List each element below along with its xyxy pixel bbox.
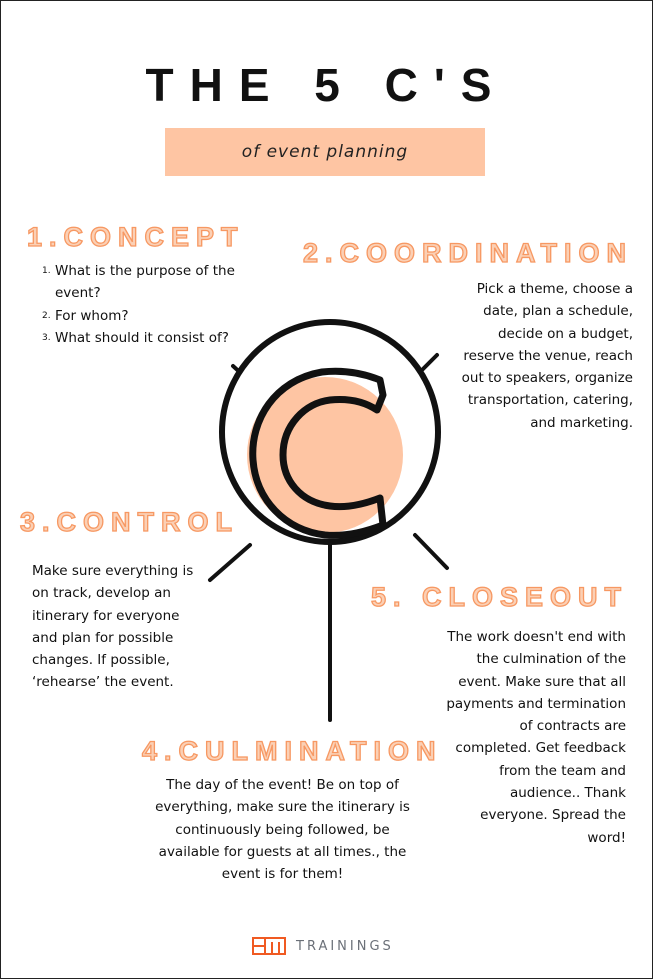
line-control — [208, 543, 252, 582]
heading-control: 3.CONTROL — [19, 506, 240, 537]
page-title: THE 5 C'S — [145, 59, 508, 111]
list-item: 2.For whom? — [42, 307, 129, 324]
em-logo-icon — [252, 937, 286, 955]
letter-c-icon — [249, 367, 387, 539]
subtitle: of event planning — [241, 142, 409, 162]
subtitle-banner: of event planning — [165, 128, 485, 176]
heading-coordination: 2.COORDINATION — [302, 237, 633, 268]
control-text: Make sure everything is on track, develo… — [32, 563, 194, 691]
heading-concept: 1.CONCEPT — [26, 221, 245, 252]
line-closeout — [413, 533, 449, 570]
heading-culmination: 4.CULMINATION — [141, 735, 443, 766]
culmination-text: The day of the event! Be on top of every… — [155, 777, 410, 883]
closeout-text: The work doesn't end with the culminatio… — [446, 629, 626, 846]
list-item: 3.What should it consist of? — [42, 329, 229, 346]
logo-text: TRAININGS — [296, 938, 394, 954]
heading-closeout: 5. CLOSEOUT — [370, 581, 628, 612]
list-item: 1.What is the purpose of the event? — [42, 263, 235, 302]
concept-list: 1.What is the purpose of the event? 2.Fo… — [42, 260, 245, 349]
orange-disc — [247, 377, 403, 533]
brand-logo: TRAININGS — [252, 937, 394, 955]
coordination-text: Pick a theme, choose a date, plan a sche… — [461, 281, 633, 431]
